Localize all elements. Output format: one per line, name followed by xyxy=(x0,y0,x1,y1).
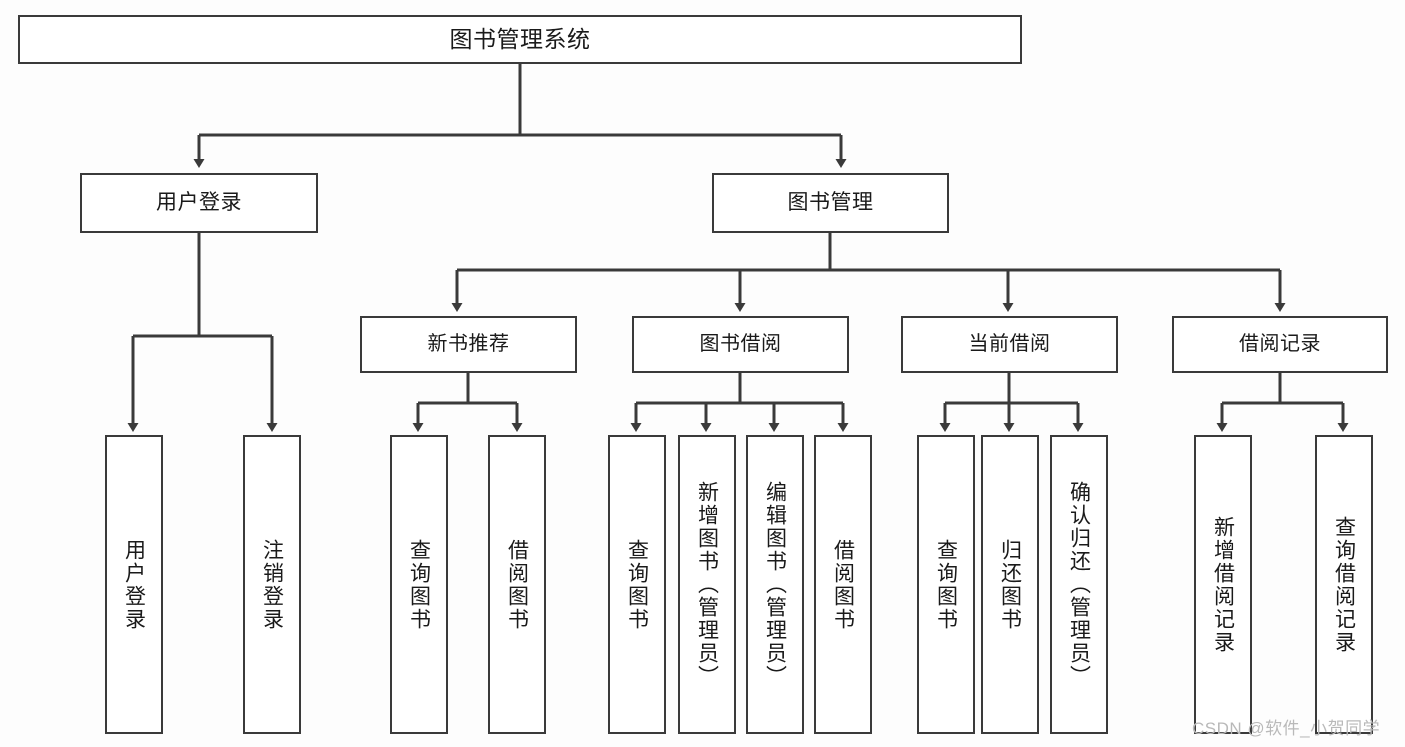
node-label: 借阅图书 xyxy=(831,538,855,631)
node-label: 查询图书 xyxy=(407,538,431,631)
node-borrow-record[interactable]: 借阅记录 xyxy=(1172,316,1388,373)
leaf-record-add-record[interactable]: 新增借阅记录 xyxy=(1194,435,1252,734)
leaf-recommend-borrow-book[interactable]: 借阅图书 xyxy=(488,435,546,734)
node-user-login[interactable]: 用户登录 xyxy=(80,173,318,233)
node-book-borrow[interactable]: 图书借阅 xyxy=(632,316,849,373)
node-label: 借阅记录 xyxy=(1239,332,1321,355)
leaf-record-query-record[interactable]: 查询借阅记录 xyxy=(1315,435,1373,734)
leaf-borrow-edit-book-admin[interactable]: 编辑图书（管理员） xyxy=(746,435,804,734)
leaf-current-confirm-return-admin[interactable]: 确认归还（管理员） xyxy=(1050,435,1108,734)
leaf-current-query-book[interactable]: 查询图书 xyxy=(917,435,975,734)
node-label: 图书管理 xyxy=(787,190,874,214)
leaf-user-login-login[interactable]: 用户登录 xyxy=(105,435,163,734)
node-label: 查询图书 xyxy=(934,538,958,631)
node-label: 图书管理系统 xyxy=(449,26,591,53)
node-new-book-recommend[interactable]: 新书推荐 xyxy=(360,316,577,373)
node-label: 新增图书（管理员） xyxy=(695,481,719,688)
node-label: 当前借阅 xyxy=(968,332,1051,355)
node-label: 归还图书 xyxy=(998,538,1022,631)
node-label: 借阅图书 xyxy=(505,538,529,631)
node-label: 图书借阅 xyxy=(699,332,782,355)
leaf-current-return-book[interactable]: 归还图书 xyxy=(981,435,1039,734)
node-label: 注销登录 xyxy=(260,538,284,631)
leaf-user-login-logout[interactable]: 注销登录 xyxy=(243,435,301,734)
node-label: 用户登录 xyxy=(122,538,146,631)
node-label: 确认归还（管理员） xyxy=(1067,481,1091,688)
leaf-borrow-query-book[interactable]: 查询图书 xyxy=(608,435,666,734)
leaf-borrow-borrow-book[interactable]: 借阅图书 xyxy=(814,435,872,734)
node-label: 查询借阅记录 xyxy=(1332,515,1356,654)
node-label: 查询图书 xyxy=(625,538,649,631)
node-label: 用户登录 xyxy=(156,190,242,214)
leaf-borrow-add-book-admin[interactable]: 新增图书（管理员） xyxy=(678,435,736,734)
csdn-watermark: CSDN @软件_小贺同学 xyxy=(1192,719,1381,738)
leaf-recommend-query-book[interactable]: 查询图书 xyxy=(390,435,448,734)
node-current-borrow[interactable]: 当前借阅 xyxy=(901,316,1118,373)
node-book-management[interactable]: 图书管理 xyxy=(712,173,949,233)
node-label: 新增借阅记录 xyxy=(1211,515,1235,654)
node-label: 编辑图书（管理员） xyxy=(763,481,787,688)
node-root-system[interactable]: 图书管理系统 xyxy=(18,15,1022,64)
node-label: 新书推荐 xyxy=(427,332,510,355)
